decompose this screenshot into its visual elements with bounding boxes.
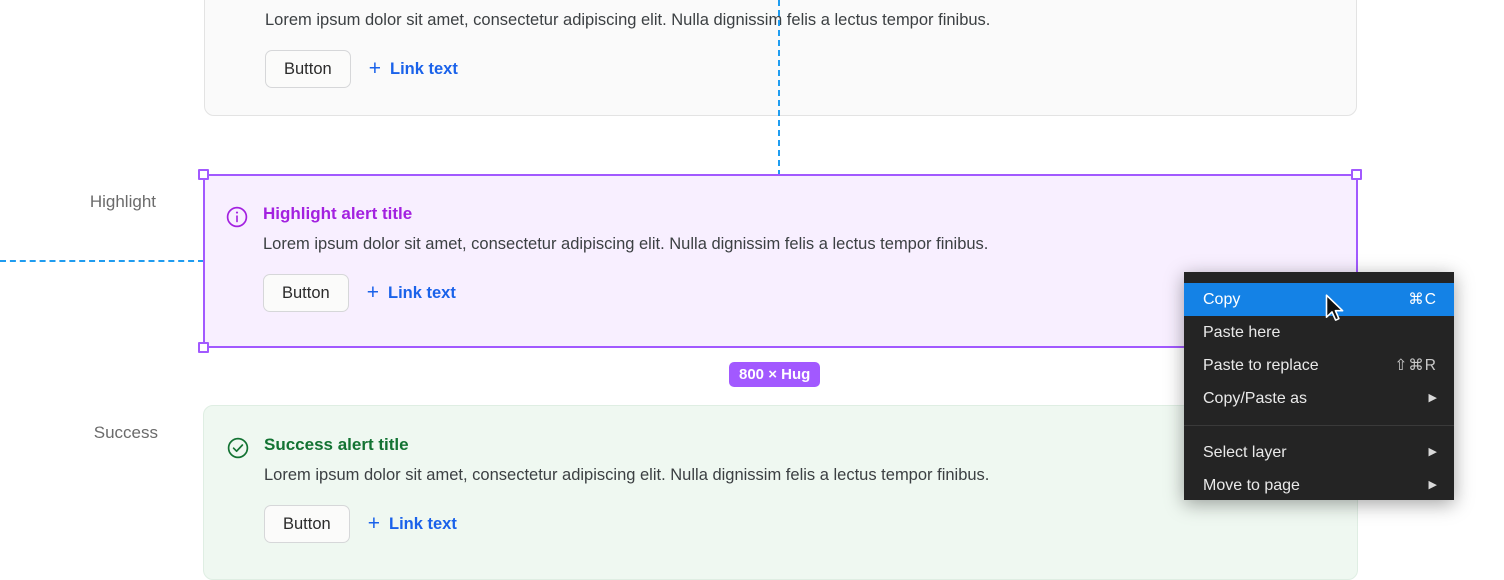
plus-icon: + (367, 512, 380, 535)
alert-actions: Button + Link text (265, 50, 1334, 88)
submenu-arrow-icon: ▶ (1428, 392, 1437, 404)
menu-item-label: Copy/Paste as (1203, 389, 1308, 407)
alert-link-label: Link text (389, 59, 458, 78)
menu-top-padding (1184, 272, 1454, 283)
alert-body: Success alert title Lorem ipsum dolor si… (264, 434, 1335, 543)
menu-item-paste-to-replace[interactable]: Paste to replace ⇧⌘R (1184, 349, 1454, 382)
menu-item-copy[interactable]: Copy ⌘C (1184, 283, 1454, 316)
menu-item-paste-here[interactable]: Paste here (1184, 316, 1454, 349)
alert-body: Lorem ipsum dolor sit amet, consectetur … (265, 9, 1334, 88)
selection-edge-right (1356, 174, 1358, 348)
plus-icon: + (366, 281, 379, 304)
horizontal-alignment-guide (0, 260, 204, 262)
alert-body: Highlight alert title Lorem ipsum dolor … (263, 203, 1336, 312)
alert-content: Lorem ipsum dolor sit amet, consectetur … (227, 0, 1334, 88)
selection-edge-top (203, 174, 1358, 176)
menu-item-copy-paste-as[interactable]: Copy/Paste as ▶ (1184, 382, 1454, 415)
alert-link-label: Link text (387, 283, 456, 302)
alert-description: Lorem ipsum dolor sit amet, consectetur … (264, 466, 990, 484)
alert-actions: Button + Link text (264, 505, 1335, 543)
alert-button[interactable]: Button (263, 274, 349, 312)
menu-item-label: Select layer (1203, 443, 1287, 461)
plus-icon: + (368, 57, 381, 80)
selection-edge-left (203, 174, 205, 348)
resize-handle-top-right[interactable] (1351, 169, 1362, 180)
menu-separator (1184, 425, 1454, 426)
submenu-arrow-icon: ▶ (1428, 479, 1437, 491)
menu-item-move-to-page[interactable]: Move to page ▶ (1184, 469, 1454, 500)
context-menu[interactable]: Copy ⌘C Paste here Paste to replace ⇧⌘R … (1184, 272, 1454, 500)
alert-description: Lorem ipsum dolor sit amet, consectetur … (265, 11, 991, 29)
check-circle-icon (226, 436, 250, 460)
vertical-alignment-guide (778, 0, 780, 176)
info-circle-icon (225, 205, 249, 229)
alert-title: Highlight alert title (263, 204, 413, 223)
menu-item-label: Paste to replace (1203, 356, 1319, 374)
row-label-highlight: Highlight (89, 192, 156, 211)
alert-actions: Button + Link text (263, 274, 1336, 312)
menu-item-shortcut: ⌘C (1408, 291, 1437, 308)
alert-link-label: Link text (388, 514, 457, 533)
alert-button[interactable]: Button (264, 505, 350, 543)
alert-link-action[interactable]: + Link text (368, 57, 458, 80)
menu-item-shortcut: ⇧⌘R (1394, 357, 1437, 374)
resize-handle-bottom-left[interactable] (198, 342, 209, 353)
info-icon-placeholder (227, 11, 251, 35)
alert-neutral[interactable]: Lorem ipsum dolor sit amet, consectetur … (204, 0, 1357, 116)
menu-item-label: Paste here (1203, 323, 1281, 341)
menu-item-label: Copy (1203, 290, 1241, 308)
alert-highlight[interactable]: Highlight alert title Lorem ipsum dolor … (203, 175, 1358, 347)
alert-button[interactable]: Button (265, 50, 351, 88)
submenu-arrow-icon: ▶ (1428, 446, 1437, 458)
resize-handle-top-left[interactable] (198, 169, 209, 180)
alert-link-action[interactable]: + Link text (366, 281, 456, 304)
size-badge[interactable]: 800 × Hug (729, 362, 821, 387)
mouse-cursor (1325, 294, 1347, 324)
selection-edge-bottom (203, 346, 1358, 348)
alert-link-action[interactable]: + Link text (367, 512, 457, 535)
row-label-success: Success (93, 423, 158, 442)
alert-content: Highlight alert title Lorem ipsum dolor … (225, 191, 1336, 312)
menu-item-label: Move to page (1203, 476, 1300, 494)
alert-description: Lorem ipsum dolor sit amet, consectetur … (263, 235, 989, 253)
menu-item-select-layer[interactable]: Select layer ▶ (1184, 436, 1454, 469)
alert-title: Success alert title (264, 435, 409, 454)
alert-content: Success alert title Lorem ipsum dolor si… (226, 422, 1335, 543)
design-canvas: Lorem ipsum dolor sit amet, consectetur … (0, 0, 1454, 580)
